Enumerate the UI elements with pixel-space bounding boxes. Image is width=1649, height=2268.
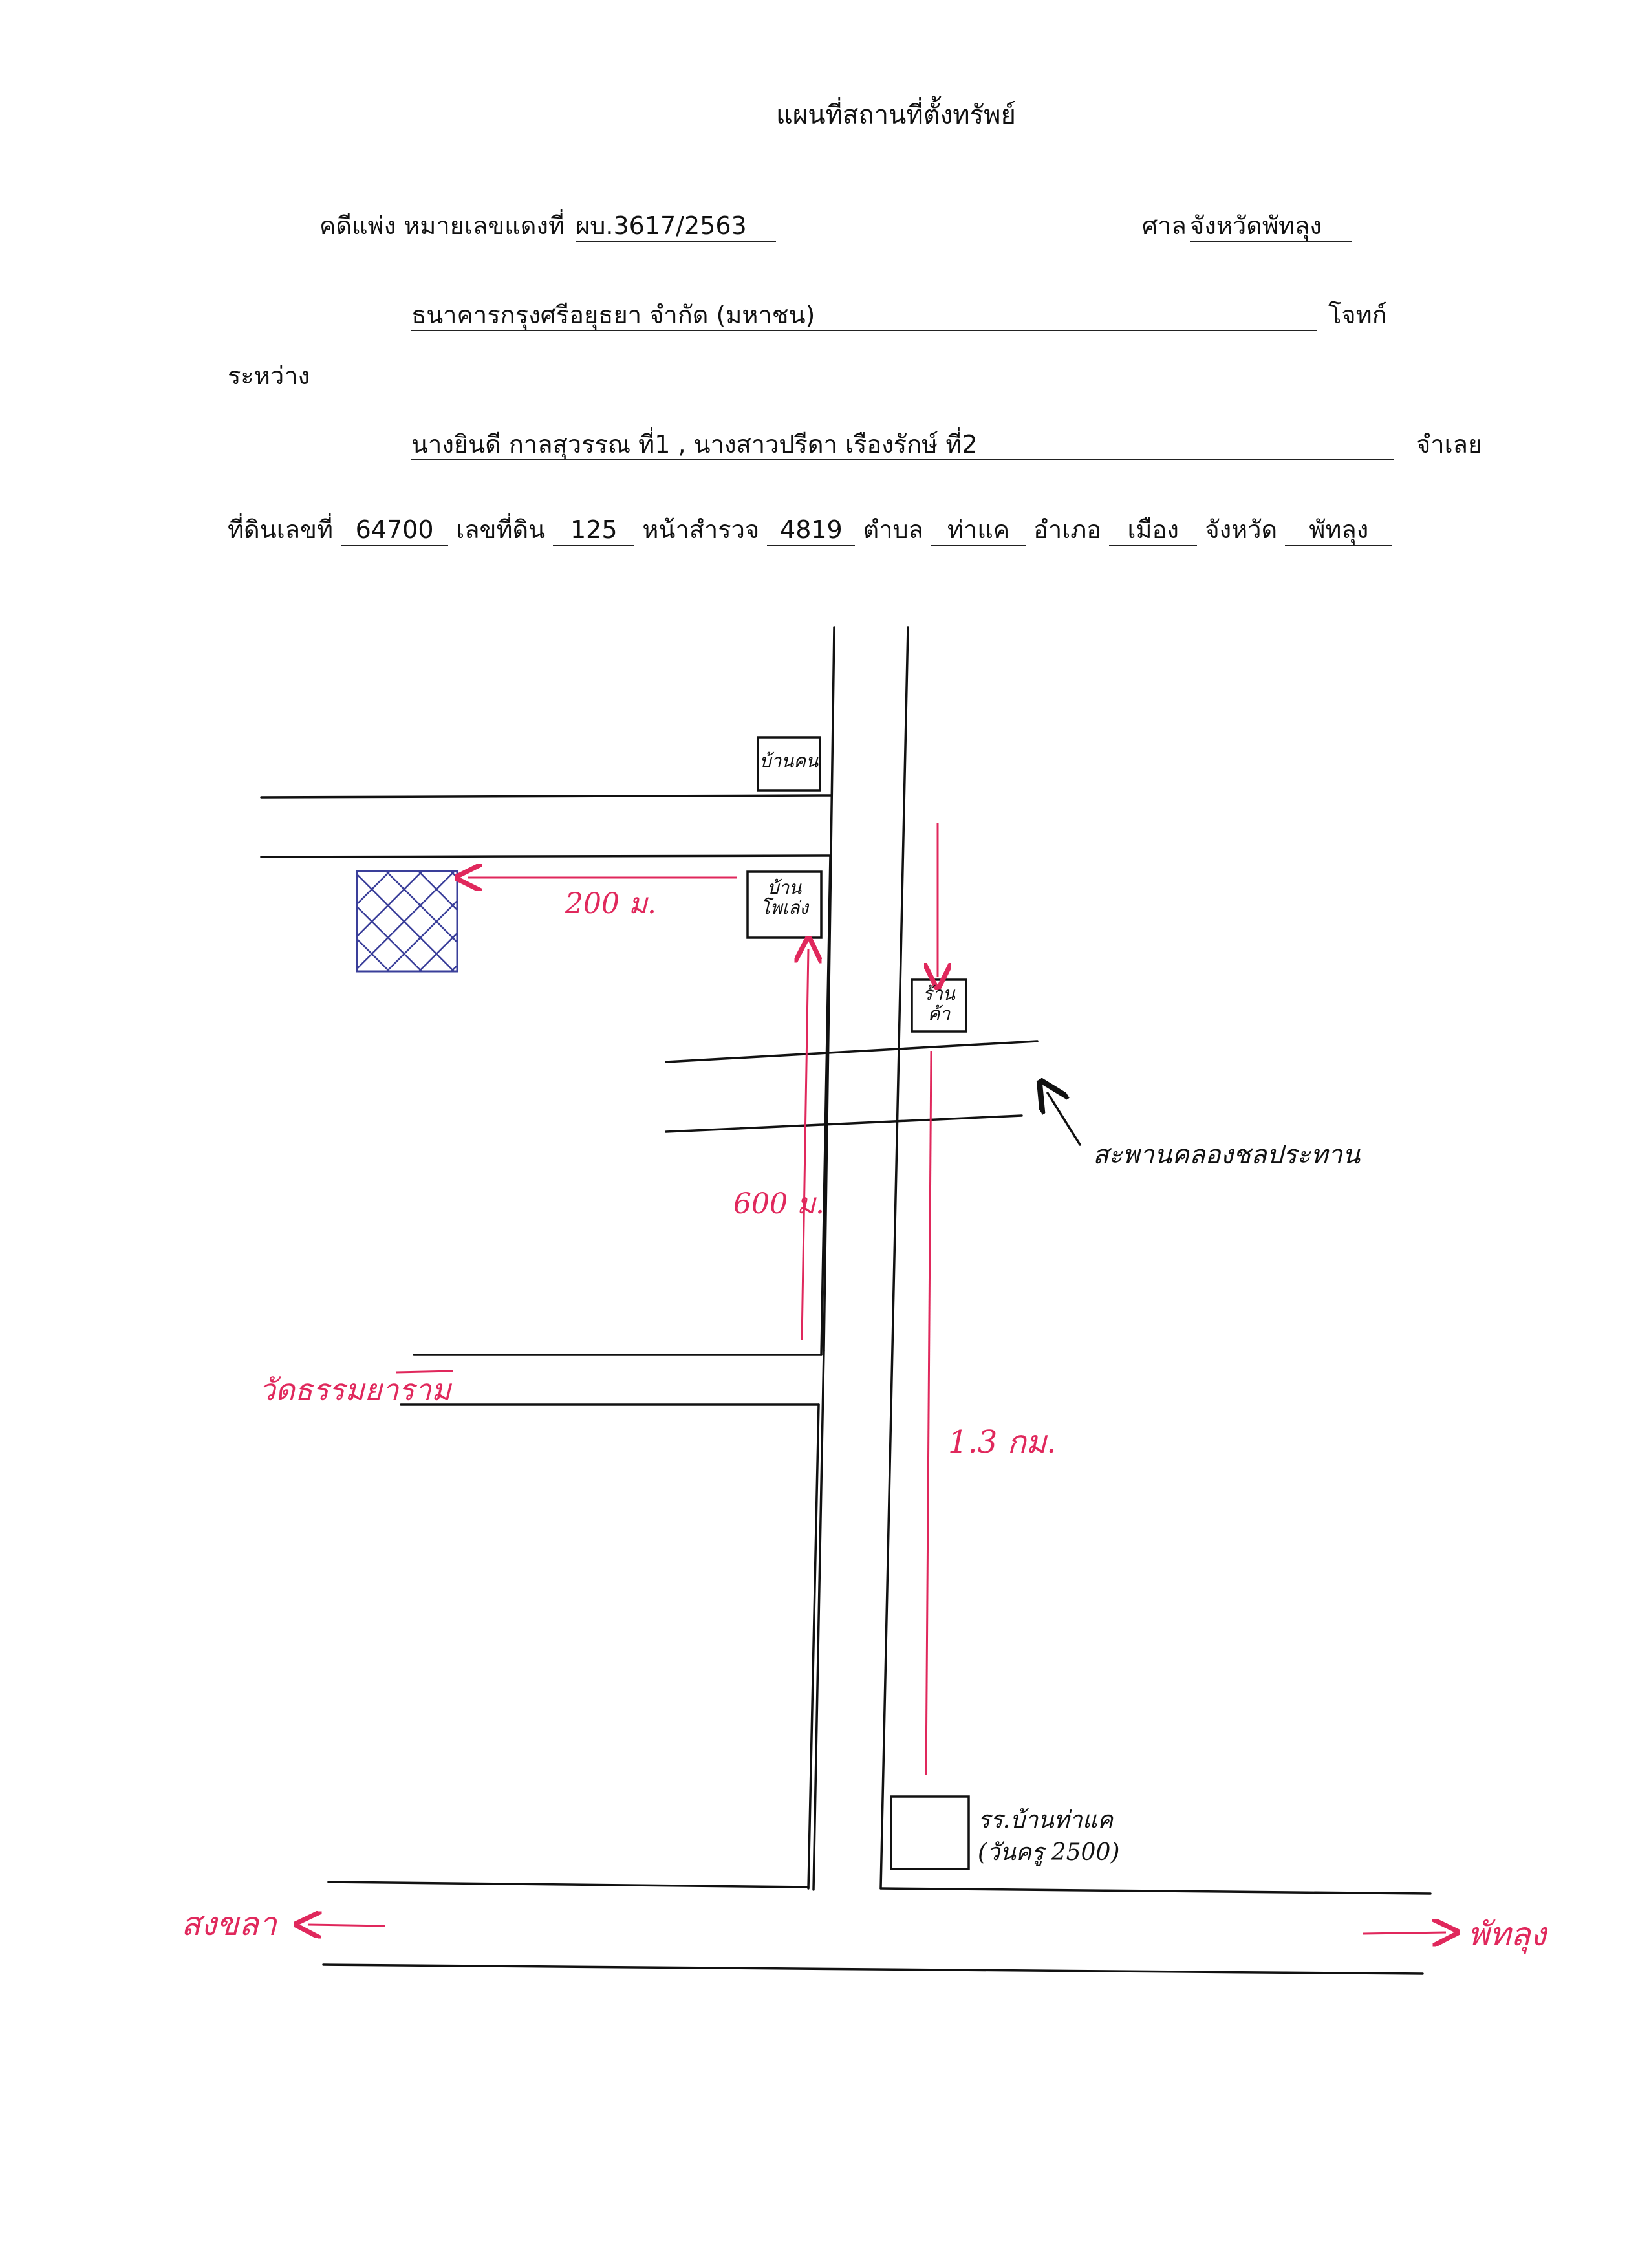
house-poolfa-label: บ้าน โพเล่ง bbox=[760, 877, 808, 918]
court-name: จังหวัดพัทลุง bbox=[1190, 213, 1352, 242]
parcel-label: เลขที่ดิน bbox=[456, 515, 546, 544]
highway-upper-left bbox=[327, 1881, 810, 1888]
court-label: ศาล bbox=[1142, 211, 1187, 240]
deed-label: ที่ดินเลขที่ bbox=[228, 515, 334, 544]
parcel-number: 125 bbox=[553, 517, 635, 546]
plaintiff-name: ธนาคารกรุงศรีอยุธยา จำกัด (มหาชน) bbox=[411, 303, 1317, 331]
subdistrict-value: ท่าแค bbox=[931, 517, 1026, 546]
land-details-row: ที่ดินเลขที่ 64700 เลขที่ดิน 125 หน้าสำร… bbox=[228, 515, 1393, 546]
arrow-phatthalung bbox=[1363, 1932, 1446, 1934]
house-poolfa-box bbox=[746, 870, 823, 939]
top-road-lower bbox=[260, 854, 832, 858]
house-top-box bbox=[757, 736, 821, 792]
between-label: ระหว่าง bbox=[228, 362, 310, 390]
shop-label: ร้าน ค้า bbox=[923, 983, 955, 1024]
school-box bbox=[890, 1795, 970, 1870]
case-label: คดีแพ่ง หมายเลขแดงที่ bbox=[319, 211, 565, 240]
survey-number: 4819 bbox=[767, 517, 856, 546]
district-value: เมือง bbox=[1109, 517, 1198, 546]
document-title: แผนที่สถานที่ตั้งทรัพย์ bbox=[776, 100, 1016, 130]
distance-200m: 200 ม. bbox=[565, 887, 656, 920]
temple-mark bbox=[395, 1370, 453, 1374]
bridge-lower bbox=[665, 1114, 1023, 1133]
main-road-left-edge-lower bbox=[812, 1349, 825, 1891]
phatthalung-label: พัทลุง bbox=[1468, 1916, 1546, 1953]
distance-600m: 600 ม. bbox=[733, 1187, 824, 1220]
province-label: จังหวัด bbox=[1205, 515, 1278, 544]
highway-upper-right bbox=[879, 1887, 1432, 1895]
defendant-names: นางยินดี กาลสุวรรณ ที่1 , นางสาวปรีดา เร… bbox=[411, 432, 1394, 460]
survey-label: หน้าสำรวจ bbox=[642, 515, 760, 544]
bridge-upper bbox=[665, 1040, 1039, 1063]
house-top-label: บ้านคน bbox=[759, 750, 819, 772]
case-number: ผบ.3617/2563 bbox=[576, 213, 776, 242]
inner-lane bbox=[820, 854, 832, 1356]
subdistrict-label: ตำบล bbox=[863, 515, 923, 544]
district-label: อำเภอ bbox=[1033, 515, 1102, 544]
arrow-13km bbox=[925, 1050, 932, 1776]
distance-13km: 1.3 กม. bbox=[948, 1424, 1057, 1460]
defendant-role: จำเลย bbox=[1416, 430, 1483, 459]
bridge-label: สะพานคลองชลประทาน bbox=[1093, 1140, 1361, 1170]
deed-number: 64700 bbox=[341, 517, 449, 546]
school-label: รร.บ้านท่าแค (วันครู 2500) bbox=[978, 1807, 1120, 1866]
province-value: พัทลุง bbox=[1285, 517, 1393, 546]
top-road-upper bbox=[260, 794, 833, 799]
temple-road-drop bbox=[807, 1403, 820, 1890]
temple-label: วัดธรรมยาราม bbox=[259, 1372, 451, 1407]
arrow-songkhla bbox=[308, 1925, 386, 1926]
bridge-pointer bbox=[1048, 1093, 1081, 1146]
songkhla-label: สงขลา bbox=[181, 1905, 277, 1943]
target-parcel bbox=[356, 870, 458, 973]
arrow-600m bbox=[802, 949, 808, 1341]
highway-lower bbox=[322, 1963, 1424, 1975]
main-road-right-edge bbox=[879, 626, 909, 1890]
plaintiff-role: โจทก์ bbox=[1328, 301, 1387, 329]
